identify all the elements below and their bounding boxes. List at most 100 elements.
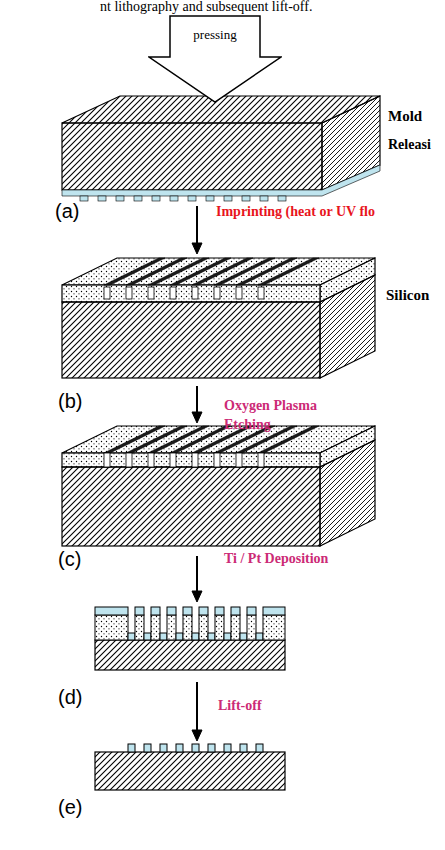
silicon-front-face [62, 467, 320, 546]
imprint-groove [214, 287, 220, 299]
mold-tooth [188, 196, 196, 201]
step-label: Ti / Pt Deposition [224, 551, 328, 567]
step-label: Oxygen Plasma Etching [224, 396, 334, 434]
mold-tooth [260, 196, 268, 201]
resist-block [231, 615, 240, 640]
mold-tooth [278, 196, 286, 201]
resist-block [183, 615, 192, 640]
part-label: Releasi [388, 137, 431, 153]
metal-line [224, 744, 231, 752]
resist-front-face [62, 453, 320, 467]
metal-on-resist [247, 607, 256, 615]
metal-in-trench [208, 633, 215, 640]
mold-tooth [134, 196, 142, 201]
step-letter: (b) [58, 390, 82, 413]
press-arrow-shape [149, 16, 281, 102]
imprint-groove [126, 287, 132, 299]
step-letter: (d) [58, 686, 82, 709]
step-label: Imprinting (heat or UV flo [216, 204, 375, 220]
metal-line [240, 744, 247, 752]
part-label: Mold [388, 108, 422, 125]
metal-line [144, 744, 151, 752]
metal-on-resist [263, 607, 285, 615]
resist-block [151, 615, 160, 640]
etched-trench [126, 453, 132, 467]
arrow-label: pressing [170, 27, 260, 43]
figure-caption: nt lithography and subsequent lift-off. [100, 0, 312, 14]
resist-block [215, 615, 224, 640]
release-layer [62, 165, 380, 196]
metal-on-resist [215, 607, 224, 615]
imprint-groove [104, 287, 110, 299]
etched-trench [148, 453, 154, 467]
metal-in-trench [192, 633, 199, 640]
metal-on-resist [231, 607, 240, 615]
resist-block [199, 615, 208, 640]
resist-block [95, 615, 128, 640]
silicon-substrate [95, 752, 285, 790]
metal-in-trench [160, 633, 167, 640]
step-arrow [196, 386, 198, 414]
metal-line [192, 744, 199, 752]
metal-on-resist [135, 607, 144, 615]
metal-in-trench [176, 633, 183, 640]
step-arrow [196, 682, 198, 732]
etched-trench [258, 453, 264, 467]
step-letter: (a) [55, 200, 79, 223]
silicon-side-face [320, 440, 375, 546]
step-letter: (e) [58, 796, 82, 819]
step-letter: (c) [58, 548, 81, 571]
metal-line [160, 744, 167, 752]
mold-tooth [116, 196, 124, 201]
etched-trench [192, 453, 198, 467]
mold-tooth [98, 196, 106, 201]
step-arrow-head [192, 591, 202, 602]
silicon-substrate [95, 640, 285, 670]
silicon-front-face [62, 302, 320, 378]
grating-line [258, 258, 319, 285]
step-arrow-head [192, 412, 202, 423]
mold-side-face [322, 96, 380, 190]
resist-block [263, 615, 285, 640]
etched-trench [214, 453, 220, 467]
etched-trench [236, 453, 242, 467]
metal-line [208, 744, 215, 752]
resist-block [167, 615, 176, 640]
metal-line [128, 744, 135, 752]
imprint-groove [258, 287, 264, 299]
mold-tooth [170, 196, 178, 201]
imprint-groove [236, 287, 242, 299]
mold-tooth [152, 196, 160, 201]
part-label: Silicon [386, 287, 429, 304]
metal-on-resist [167, 607, 176, 615]
imprint-groove [148, 287, 154, 299]
metal-in-trench [224, 633, 231, 640]
metal-line [256, 744, 263, 752]
imprint-groove [192, 287, 198, 299]
resist-block [247, 615, 256, 640]
imprint-groove [170, 287, 176, 299]
etched-trench [170, 453, 176, 467]
mold-tooth [206, 196, 214, 201]
mold-tooth [80, 196, 88, 201]
metal-line [176, 744, 183, 752]
step-arrow [196, 556, 198, 593]
resist-block [135, 615, 144, 640]
metal-in-trench [240, 633, 247, 640]
mold-tooth [242, 196, 250, 201]
resist-front-face [62, 285, 320, 302]
step-arrow-head [192, 243, 202, 254]
mold-front-face [62, 123, 322, 190]
metal-on-resist [151, 607, 160, 615]
metal-in-trench [256, 633, 263, 640]
step-arrow [196, 206, 198, 245]
metal-on-resist [199, 607, 208, 615]
metal-on-resist [95, 607, 128, 615]
press-arrow: pressing [148, 15, 282, 103]
metal-on-resist [183, 607, 192, 615]
step-label: Lift-off [218, 698, 262, 714]
step-arrow-head [192, 730, 202, 741]
silicon-side-face [320, 275, 375, 378]
metal-in-trench [128, 633, 135, 640]
